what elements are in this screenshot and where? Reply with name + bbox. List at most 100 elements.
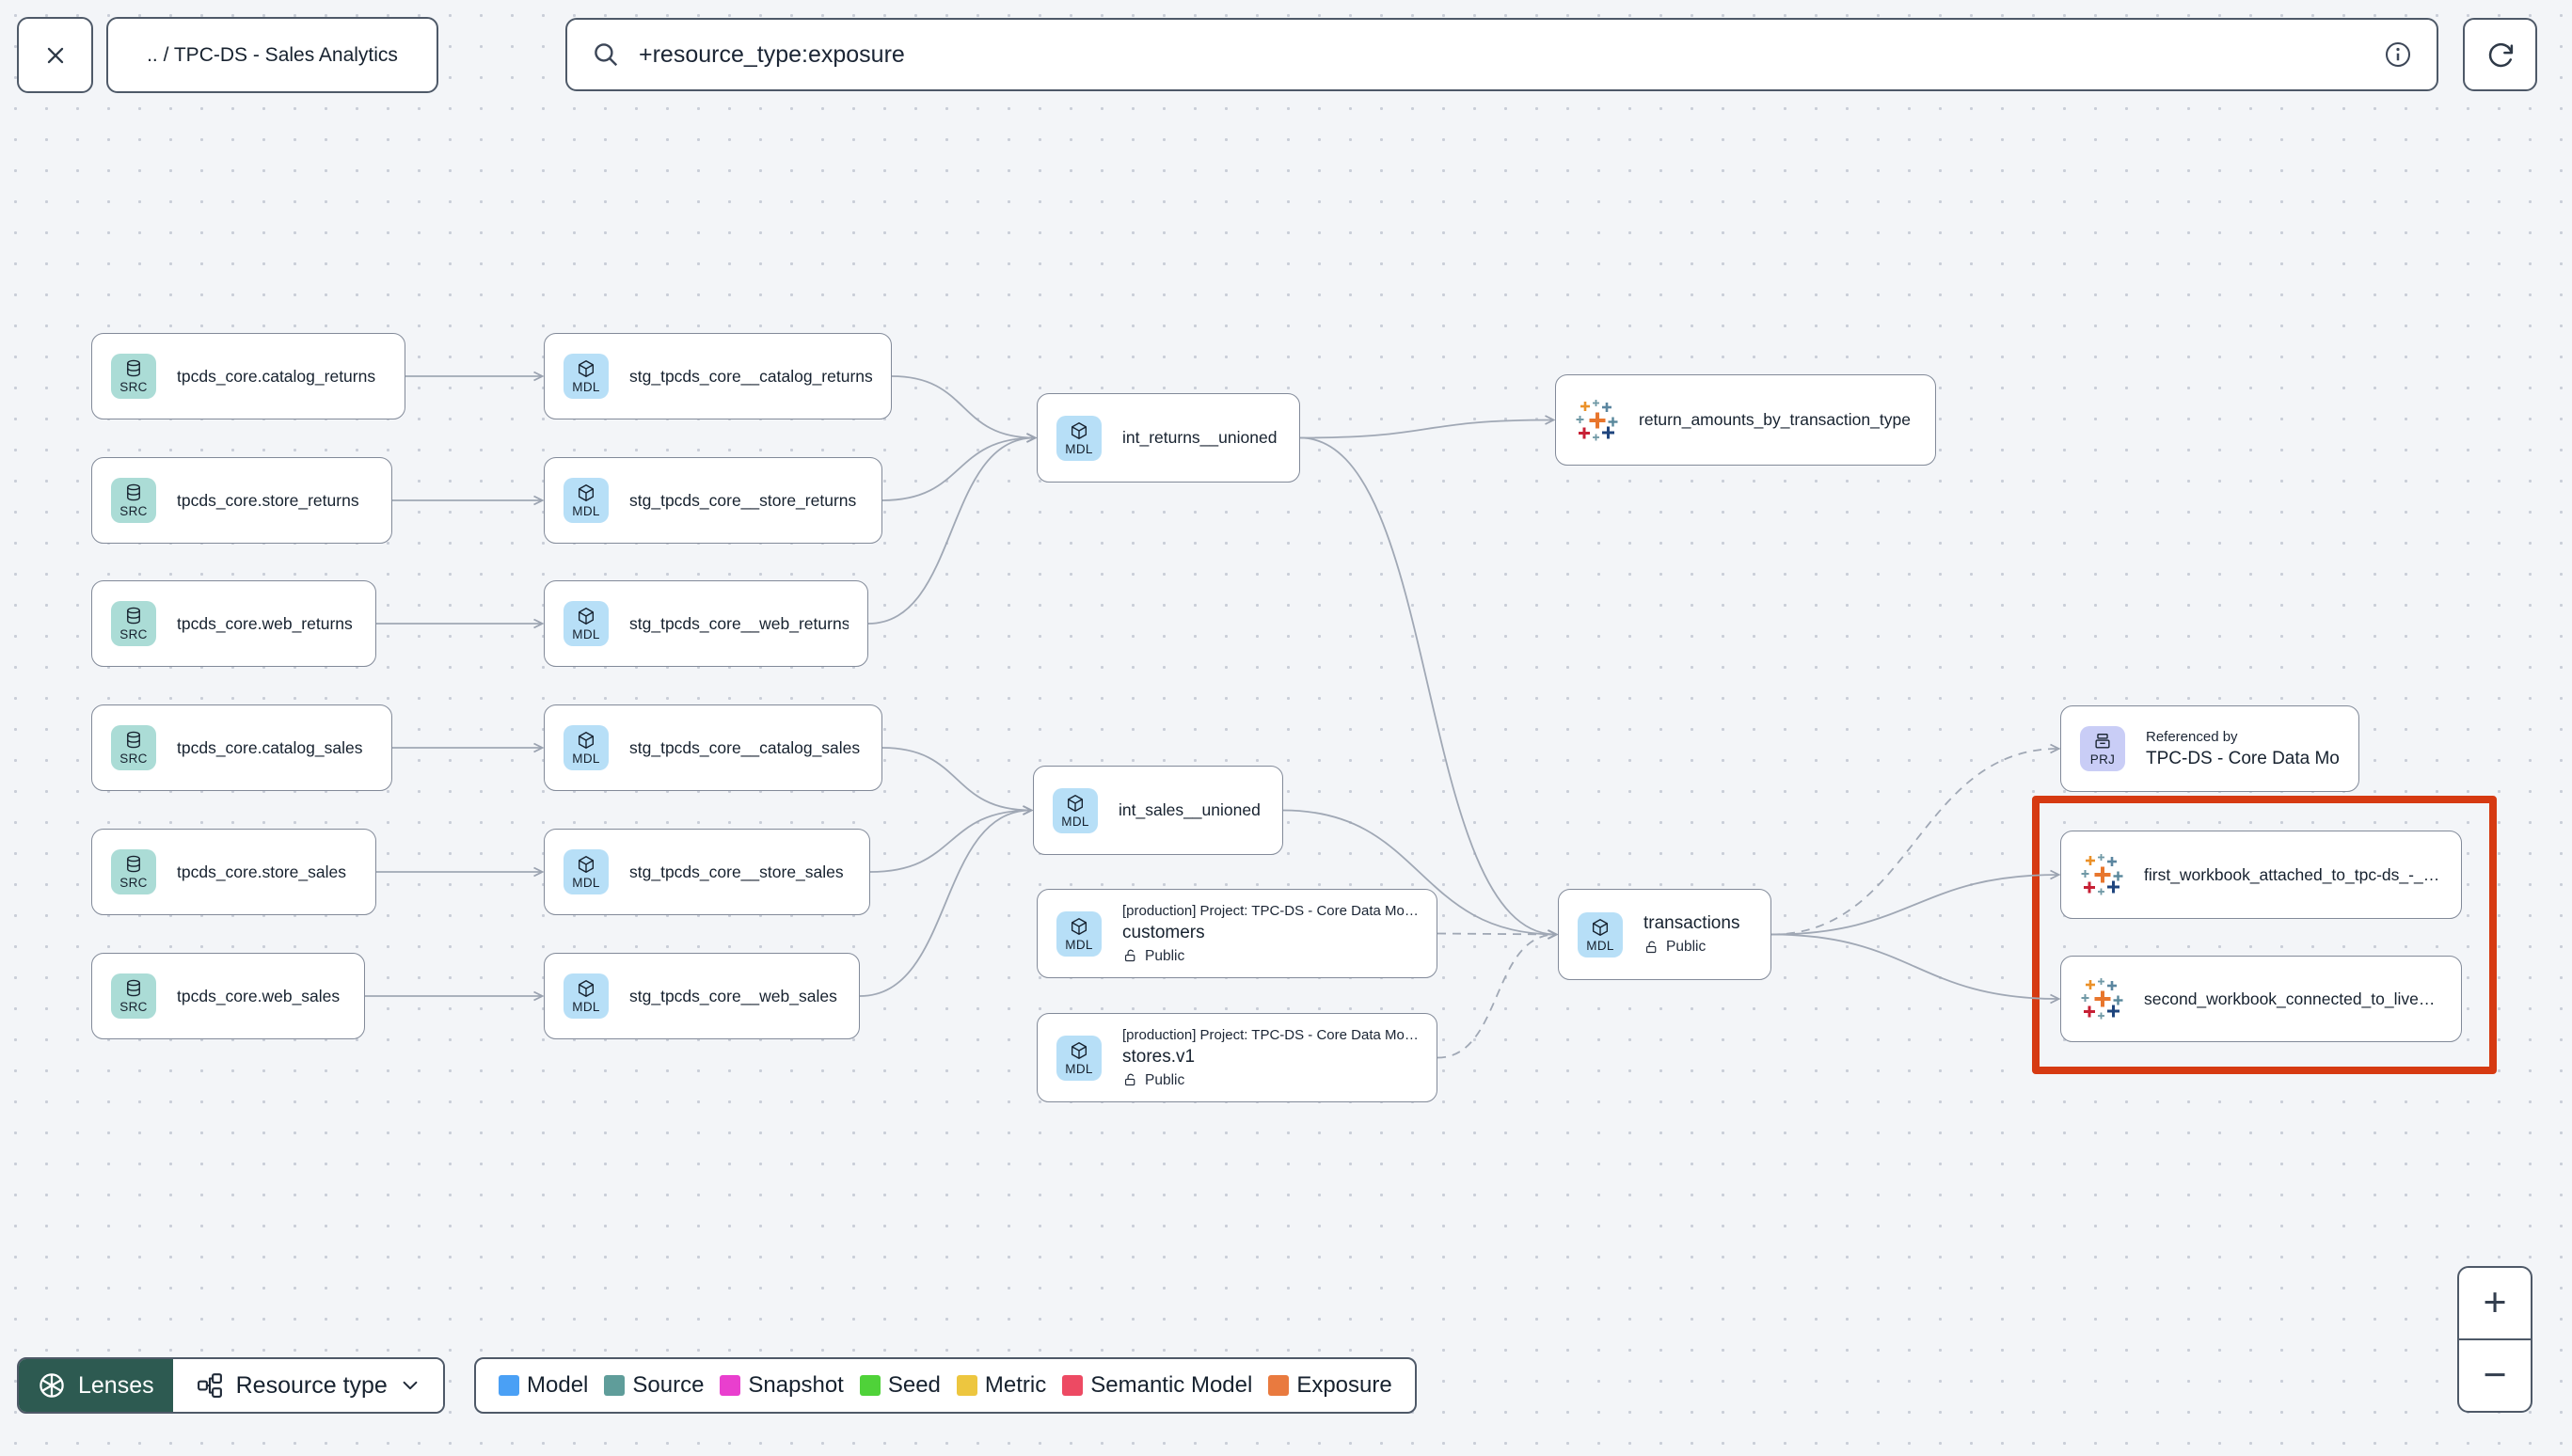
edge-transactions-to-second_workbook [1770,933,2058,1000]
legend-swatch [499,1375,519,1396]
model-icon: MDL [564,849,609,894]
legend-swatch [956,1375,977,1396]
hierarchy-icon [196,1371,224,1400]
edge-int_returns-to-transactions [1299,436,1556,935]
zoom-in-button[interactable]: + [2483,1280,2507,1325]
resource-type-legend: Model Source Snapshot Seed Metric Semant… [474,1357,1417,1414]
model-icon: MDL [1056,910,1102,957]
close-button[interactable] [17,17,93,93]
resource-type-label: Resource type [235,1371,388,1399]
node-stores[interactable]: MDL [production] Project: TPC-DS - Core D… [1037,1013,1437,1102]
node-return_amounts[interactable]: return_amounts_by_transaction_type [1555,374,1936,466]
access-badge: Public [1643,939,1739,956]
lock-open-icon [1643,940,1659,956]
node-text: stg_tpcds_core__web_returns [629,614,849,634]
legend-label: Semantic Model [1090,1372,1253,1398]
node-label: customers [1122,922,1205,942]
node-stg_store_sales[interactable]: MDL stg_tpcds_core__store_sales [544,829,870,915]
legend-swatch [720,1375,741,1396]
node-text: tpcds_core.catalog_returns [177,367,375,387]
node-text: first_workbook_attached_to_tpc-ds_-_… [2144,865,2439,885]
search-input[interactable] [637,40,2367,70]
edge-customers-to-transactions [1437,934,1556,935]
legend-swatch [859,1375,881,1396]
node-text: int_returns__unioned [1122,428,1277,448]
node-first_workbook[interactable]: first_workbook_attached_to_tpc-ds_-_… [2060,831,2462,919]
legend-label: Source [632,1372,705,1398]
legend-label: Seed [887,1372,941,1398]
model-icon: MDL [1578,911,1623,957]
legend-item-metric: Metric [956,1372,1046,1399]
tableau-exposure-icon [1575,399,1618,442]
zoom-out-button[interactable]: − [2459,1338,2531,1411]
project-icon: PRJ [2080,726,2125,771]
node-second_workbook[interactable]: second_workbook_connected_to_live… [2060,956,2462,1042]
model-icon: MDL [1056,1035,1102,1081]
node-text: tpcds_core.store_sales [177,863,346,882]
access-badge: Public [1122,1072,1418,1089]
node-customers[interactable]: MDL [production] Project: TPC-DS - Core D… [1037,889,1437,978]
node-text: stg_tpcds_core__web_sales [629,987,837,1006]
node-label: transactions [1643,913,1740,933]
lenses-button[interactable]: Lenses [19,1359,173,1412]
edge-stg_web_returns-to-int_returns [867,438,1035,625]
node-label: tpcds_core.catalog_returns [177,366,376,386]
breadcrumb[interactable]: .. / TPC-DS - Sales Analytics [106,17,438,93]
node-label: stg_tpcds_core__web_returns [629,613,849,633]
node-text: tpcds_core.catalog_sales [177,738,362,758]
node-label: tpcds_core.catalog_sales [177,737,363,757]
node-label: stg_tpcds_core__web_sales [629,986,837,1005]
source-icon: SRC [111,478,156,523]
node-src_catalog_returns[interactable]: SRC tpcds_core.catalog_returns [91,333,405,419]
zoom-controls: + − [2457,1266,2532,1413]
node-stg_web_returns[interactable]: MDL stg_tpcds_core__web_returns [544,580,868,667]
node-label: first_workbook_attached_to_tpc-ds_-_… [2144,864,2440,884]
legend-swatch [604,1375,626,1396]
source-icon: SRC [111,601,156,646]
resource-type-dropdown[interactable]: Resource type [172,1359,443,1412]
node-label: stg_tpcds_core__store_sales [629,862,844,881]
node-text: return_amounts_by_transaction_type [1639,410,1911,430]
node-text: [production] Project: TPC-DS - Core Data… [1122,1027,1418,1089]
node-label: stg_tpcds_core__catalog_sales [629,737,861,757]
legend-label: Snapshot [748,1372,844,1398]
legend-swatch [1268,1375,1290,1396]
edge-stores-to-transactions [1437,935,1556,1059]
node-text: transactions Public [1643,913,1739,956]
node-src_store_returns[interactable]: SRC tpcds_core.store_returns [91,457,392,544]
node-transactions[interactable]: MDL transactions Public [1558,889,1771,980]
tableau-exposure-icon [2080,853,2123,896]
node-text: [production] Project: TPC-DS - Core Data… [1122,903,1418,965]
node-label: int_sales__unioned [1119,800,1261,819]
lenses-control: Lenses Resource type [17,1357,445,1414]
edge-transactions-to-prj [1770,749,2058,936]
edge-stg_store_sales-to-int_sales [869,811,1031,873]
access-badge: Public [1122,948,1418,965]
legend-swatch [1062,1375,1084,1396]
legend-item-snapshot: Snapshot [720,1372,844,1399]
source-icon: SRC [111,973,156,1019]
source-icon: SRC [111,354,156,399]
search-bar[interactable] [565,18,2438,91]
node-text: stg_tpcds_core__catalog_returns [629,367,872,387]
close-icon [43,43,68,68]
node-text: tpcds_core.store_returns [177,491,359,511]
node-src_web_sales[interactable]: SRC tpcds_core.web_sales [91,953,365,1039]
info-icon[interactable] [2384,40,2412,69]
node-text: tpcds_core.web_sales [177,987,340,1006]
model-icon: MDL [564,478,609,523]
model-icon: MDL [564,601,609,646]
refresh-button[interactable] [2463,18,2537,91]
aperture-icon [38,1371,66,1400]
node-label: second_workbook_connected_to_live… [2144,989,2436,1008]
